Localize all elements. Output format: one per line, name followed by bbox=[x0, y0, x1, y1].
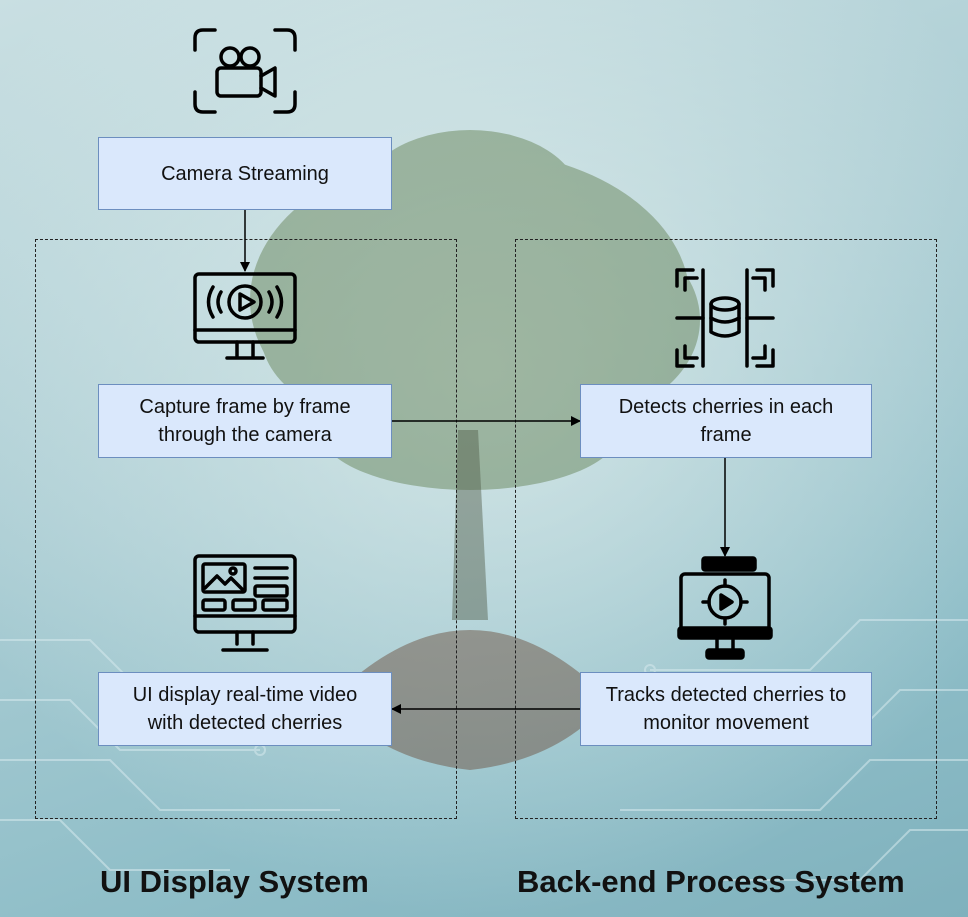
monitor-target-play-icon bbox=[677, 556, 773, 660]
ui-display-video-box: UI display real-time video with detected… bbox=[98, 672, 392, 746]
database-scan-icon bbox=[675, 268, 775, 368]
backend-process-system-title: Back-end Process System bbox=[517, 864, 905, 899]
track-cherries-box: Tracks detected cherries to monitor move… bbox=[580, 672, 872, 746]
capture-frame-box: Capture frame by frame through the camer… bbox=[98, 384, 392, 458]
video-camera-icon bbox=[193, 28, 297, 114]
ui-display-system-title: UI Display System bbox=[100, 864, 369, 899]
backend-process-system-group bbox=[515, 239, 937, 819]
monitor-broadcast-play-icon bbox=[193, 272, 297, 360]
detect-cherries-box: Detects cherries in each frame bbox=[580, 384, 872, 458]
ui-display-system-group bbox=[35, 239, 457, 819]
dashboard-monitor-icon bbox=[193, 554, 297, 652]
camera-streaming-box: Camera Streaming bbox=[98, 137, 392, 210]
